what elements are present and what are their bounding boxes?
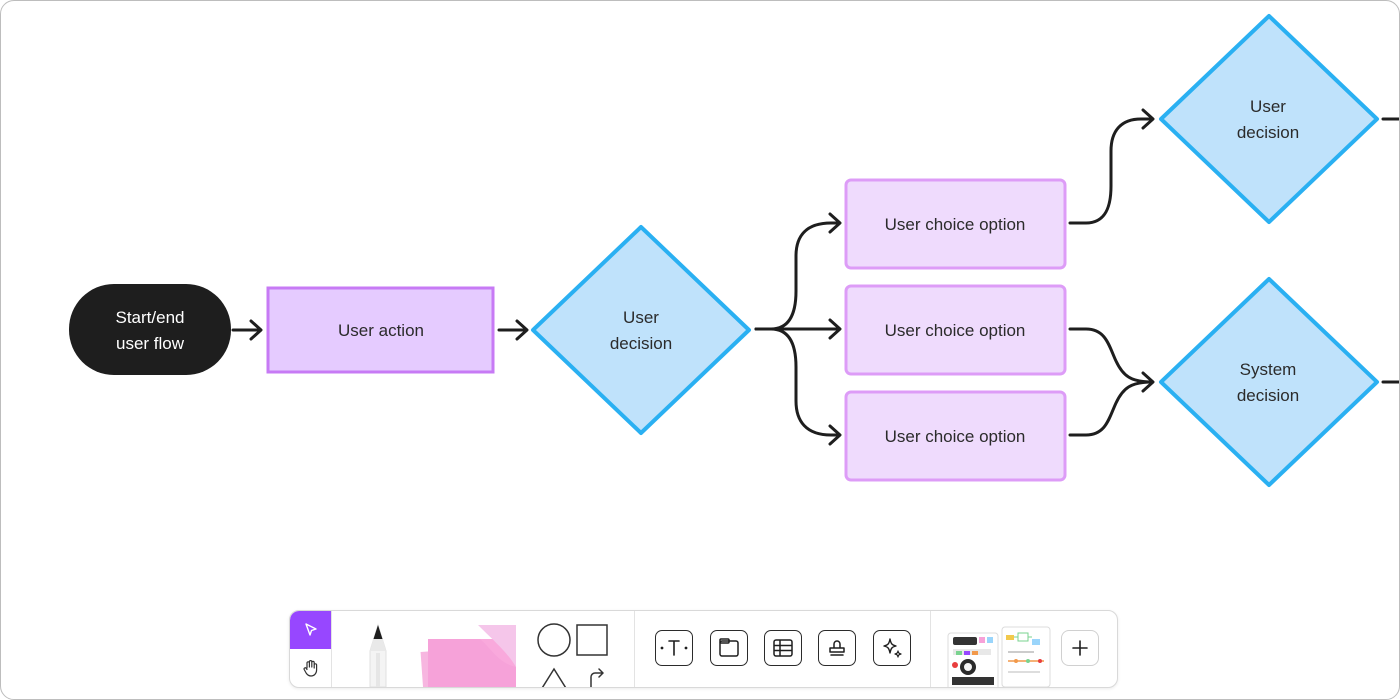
section-tool-icon [719, 638, 739, 657]
shapes-tool-icon[interactable] [533, 621, 611, 687]
select-cursor-icon [304, 623, 317, 636]
decision-3-line-2: decision [1237, 386, 1299, 405]
choice-1-label: User choice option [885, 215, 1026, 234]
user-action-node[interactable]: User action [266, 286, 495, 374]
choice-3-label: User choice option [885, 427, 1026, 446]
table-tool-button[interactable] [764, 630, 802, 666]
connector-decision-to-choice-3[interactable] [754, 327, 842, 446]
toolbar-divider [930, 611, 931, 687]
decision-1-line-2: decision [610, 334, 672, 353]
section-tool-button[interactable] [710, 630, 748, 666]
more-tools-button[interactable] [1061, 630, 1099, 666]
start-end-node[interactable]: Start/end user flow [69, 284, 231, 375]
ai-sparkle-tool-icon [883, 638, 902, 658]
decision-2-line-2: decision [1237, 123, 1299, 142]
select-mode-button[interactable] [290, 611, 331, 649]
hand-pan-icon [303, 660, 317, 677]
user-choice-node-1[interactable]: User choice option [844, 178, 1067, 270]
user-decision-node-2[interactable]: User decision [1159, 14, 1379, 224]
flow-template-icon[interactable] [1001, 626, 1051, 687]
stamp-tool-icon [829, 640, 845, 656]
text-tool-icon [660, 640, 688, 656]
stamp-tool-button[interactable] [818, 630, 856, 666]
user-decision-node[interactable]: User decision [531, 225, 751, 435]
connectors [231, 108, 1399, 446]
connector-choice-3-to-system-decision[interactable] [1068, 371, 1155, 437]
system-decision-node[interactable]: System decision [1159, 277, 1379, 487]
text-tool-button[interactable] [655, 630, 693, 666]
connector-action-to-decision[interactable] [497, 319, 529, 341]
connector-choice-2-to-system-decision[interactable] [1068, 327, 1154, 384]
decision-2-line-1: User [1250, 97, 1286, 116]
decision-1-line-1: User [623, 308, 659, 327]
user-choice-node-3[interactable]: User choice option [844, 390, 1067, 482]
bottom-toolbar [289, 610, 1118, 688]
toolbar-divider [634, 611, 635, 687]
start-node-line-2: user flow [116, 334, 185, 353]
choice-2-label: User choice option [885, 321, 1026, 340]
start-node-line-1: Start/end [116, 308, 185, 327]
toolbar-divider [331, 611, 332, 687]
plus-icon [1072, 640, 1088, 656]
mode-switcher [290, 611, 331, 687]
sticky-note-tool-icon[interactable] [418, 623, 520, 687]
decision-3-line-1: System [1240, 360, 1297, 379]
jambot-template-icon[interactable] [947, 632, 999, 687]
user-choice-node-2[interactable]: User choice option [844, 284, 1067, 376]
connector-choice-1-to-user-decision[interactable] [1068, 108, 1155, 225]
user-action-label: User action [338, 321, 424, 340]
connector-decision-to-choice-1[interactable] [754, 212, 842, 331]
table-tool-icon [773, 639, 793, 657]
connector-start-to-action[interactable] [231, 319, 263, 341]
pencil-tool-icon[interactable] [356, 623, 400, 687]
templates-preview[interactable] [946, 625, 1054, 687]
hand-mode-button[interactable] [290, 649, 331, 687]
ai-tool-button[interactable] [873, 630, 911, 666]
